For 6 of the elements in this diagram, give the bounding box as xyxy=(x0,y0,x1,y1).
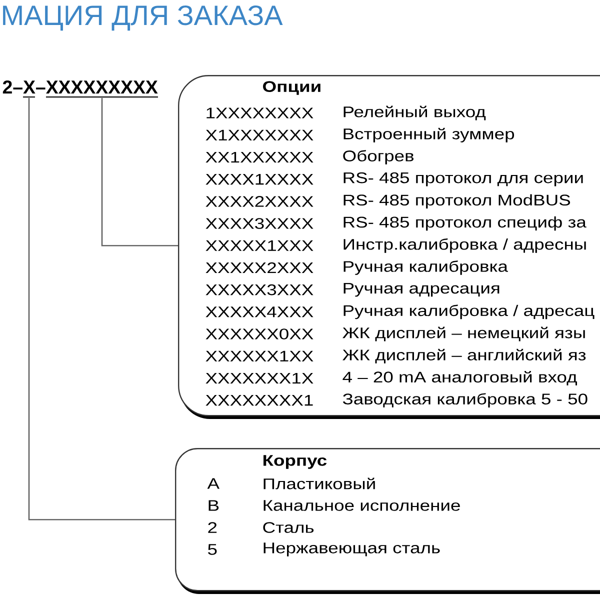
connector-line xyxy=(101,98,178,246)
order-code: 2–X–XXXXXXXXX xyxy=(2,80,158,94)
title: МАЦИЯ ДЛЯ ЗАКАЗА xyxy=(3,5,283,31)
connector-line xyxy=(28,98,175,520)
bracket-underline xyxy=(23,96,35,98)
bracket-underline xyxy=(46,96,158,98)
